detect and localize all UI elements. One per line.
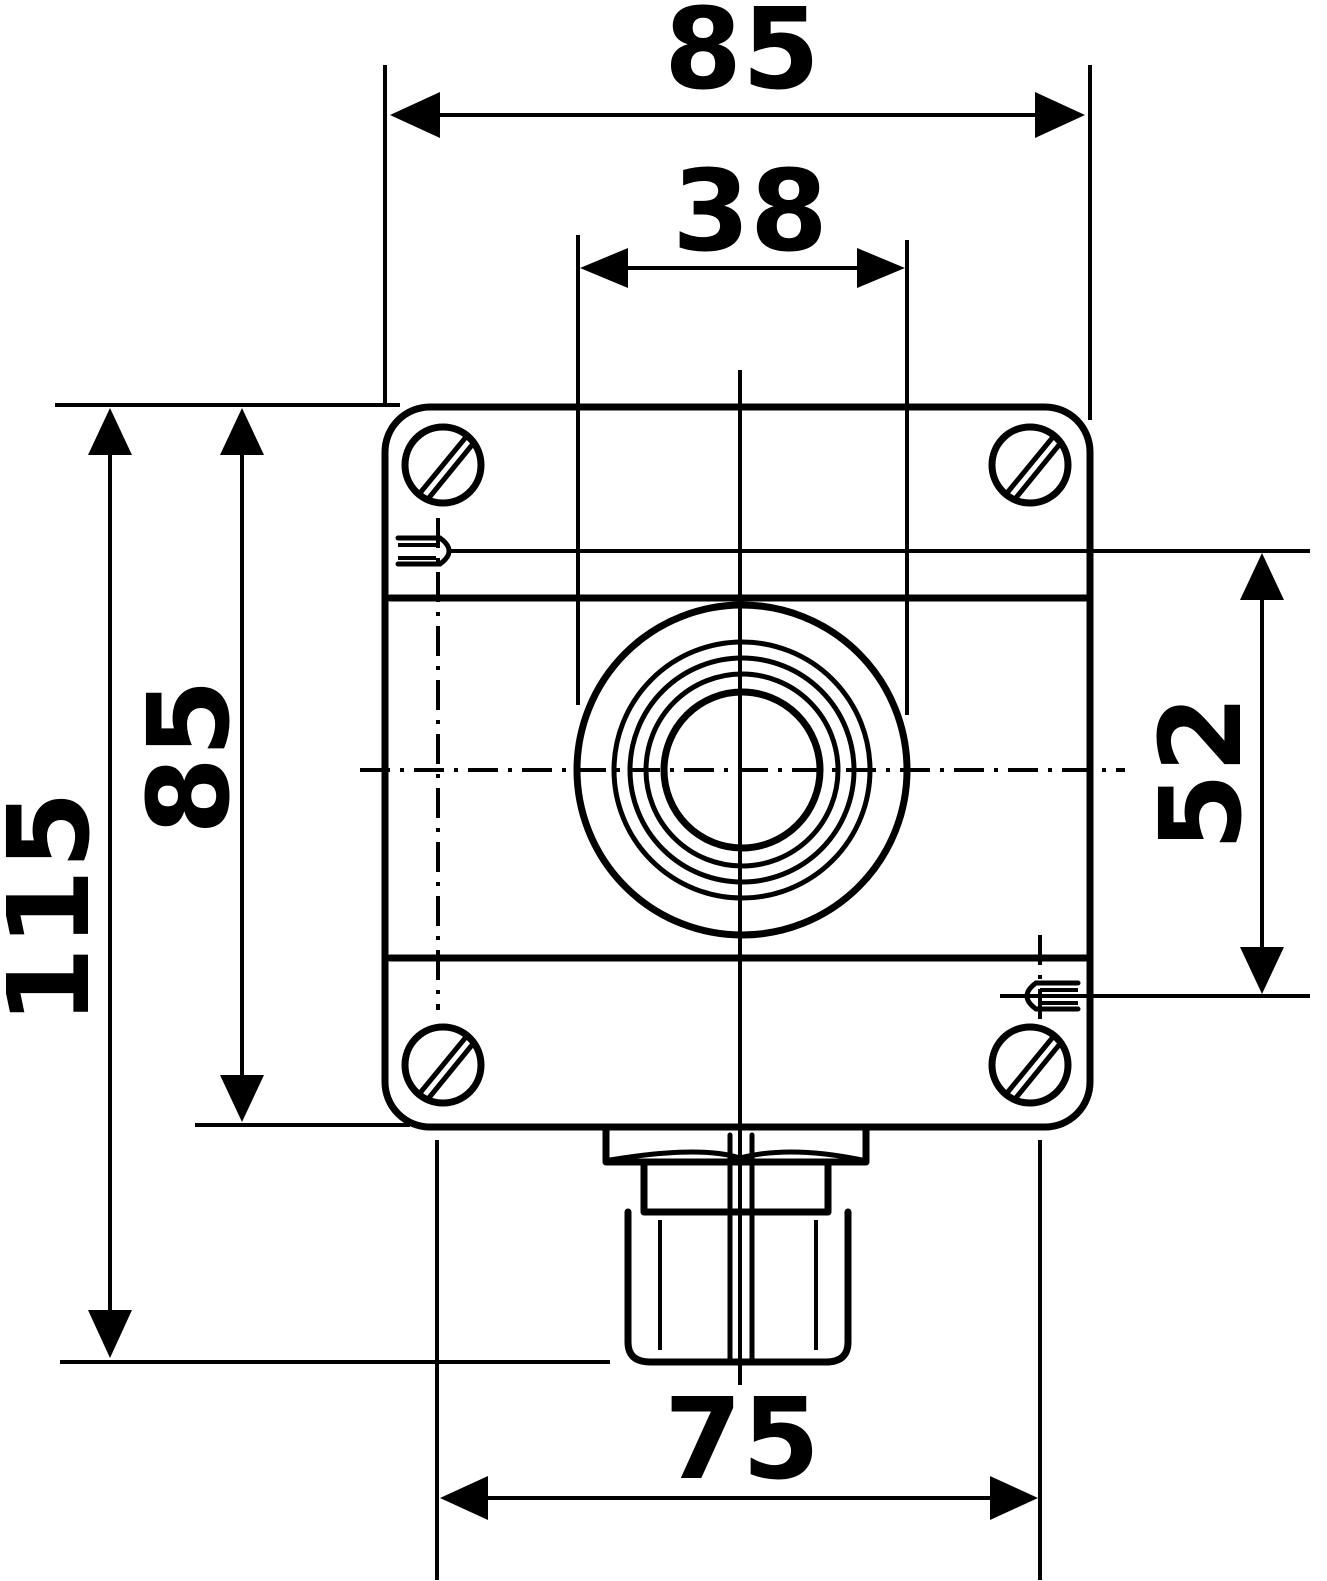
screw-bottom-right-icon [988,1023,1072,1107]
dim-label-mounting-horizontal: 75 [664,1375,820,1505]
dimension-overall-width: 85 [390,0,1085,138]
dimension-button-diameter: 38 [580,147,905,288]
dimension-overall-height: 115 [0,408,132,1358]
dim-label-overall-height: 115 [0,791,115,1025]
enclosure-outline [381,403,1094,1131]
cable-gland-icon [602,1123,870,1366]
dim-label-button-diameter: 38 [672,147,828,277]
screw-top-left-icon [401,423,485,507]
dim-label-body-height: 85 [125,679,255,835]
mounting-hole-right-icon [1024,935,1081,1022]
dim-label-mounting-vertical: 52 [1137,695,1267,851]
mounting-hole-left-icon [395,518,452,1010]
extension-lines [55,65,1310,1580]
enclosure-body [381,403,1094,1131]
screw-top-right-icon [988,423,1072,507]
dimension-body-height: 85 [125,408,264,1122]
dimension-mounting-horizontal: 75 [440,1375,1038,1520]
center-lines [360,370,1125,1385]
screw-bottom-left-icon [401,1023,485,1107]
dim-label-overall-width: 85 [664,0,820,115]
dimension-mounting-vertical: 52 [1137,553,1284,994]
